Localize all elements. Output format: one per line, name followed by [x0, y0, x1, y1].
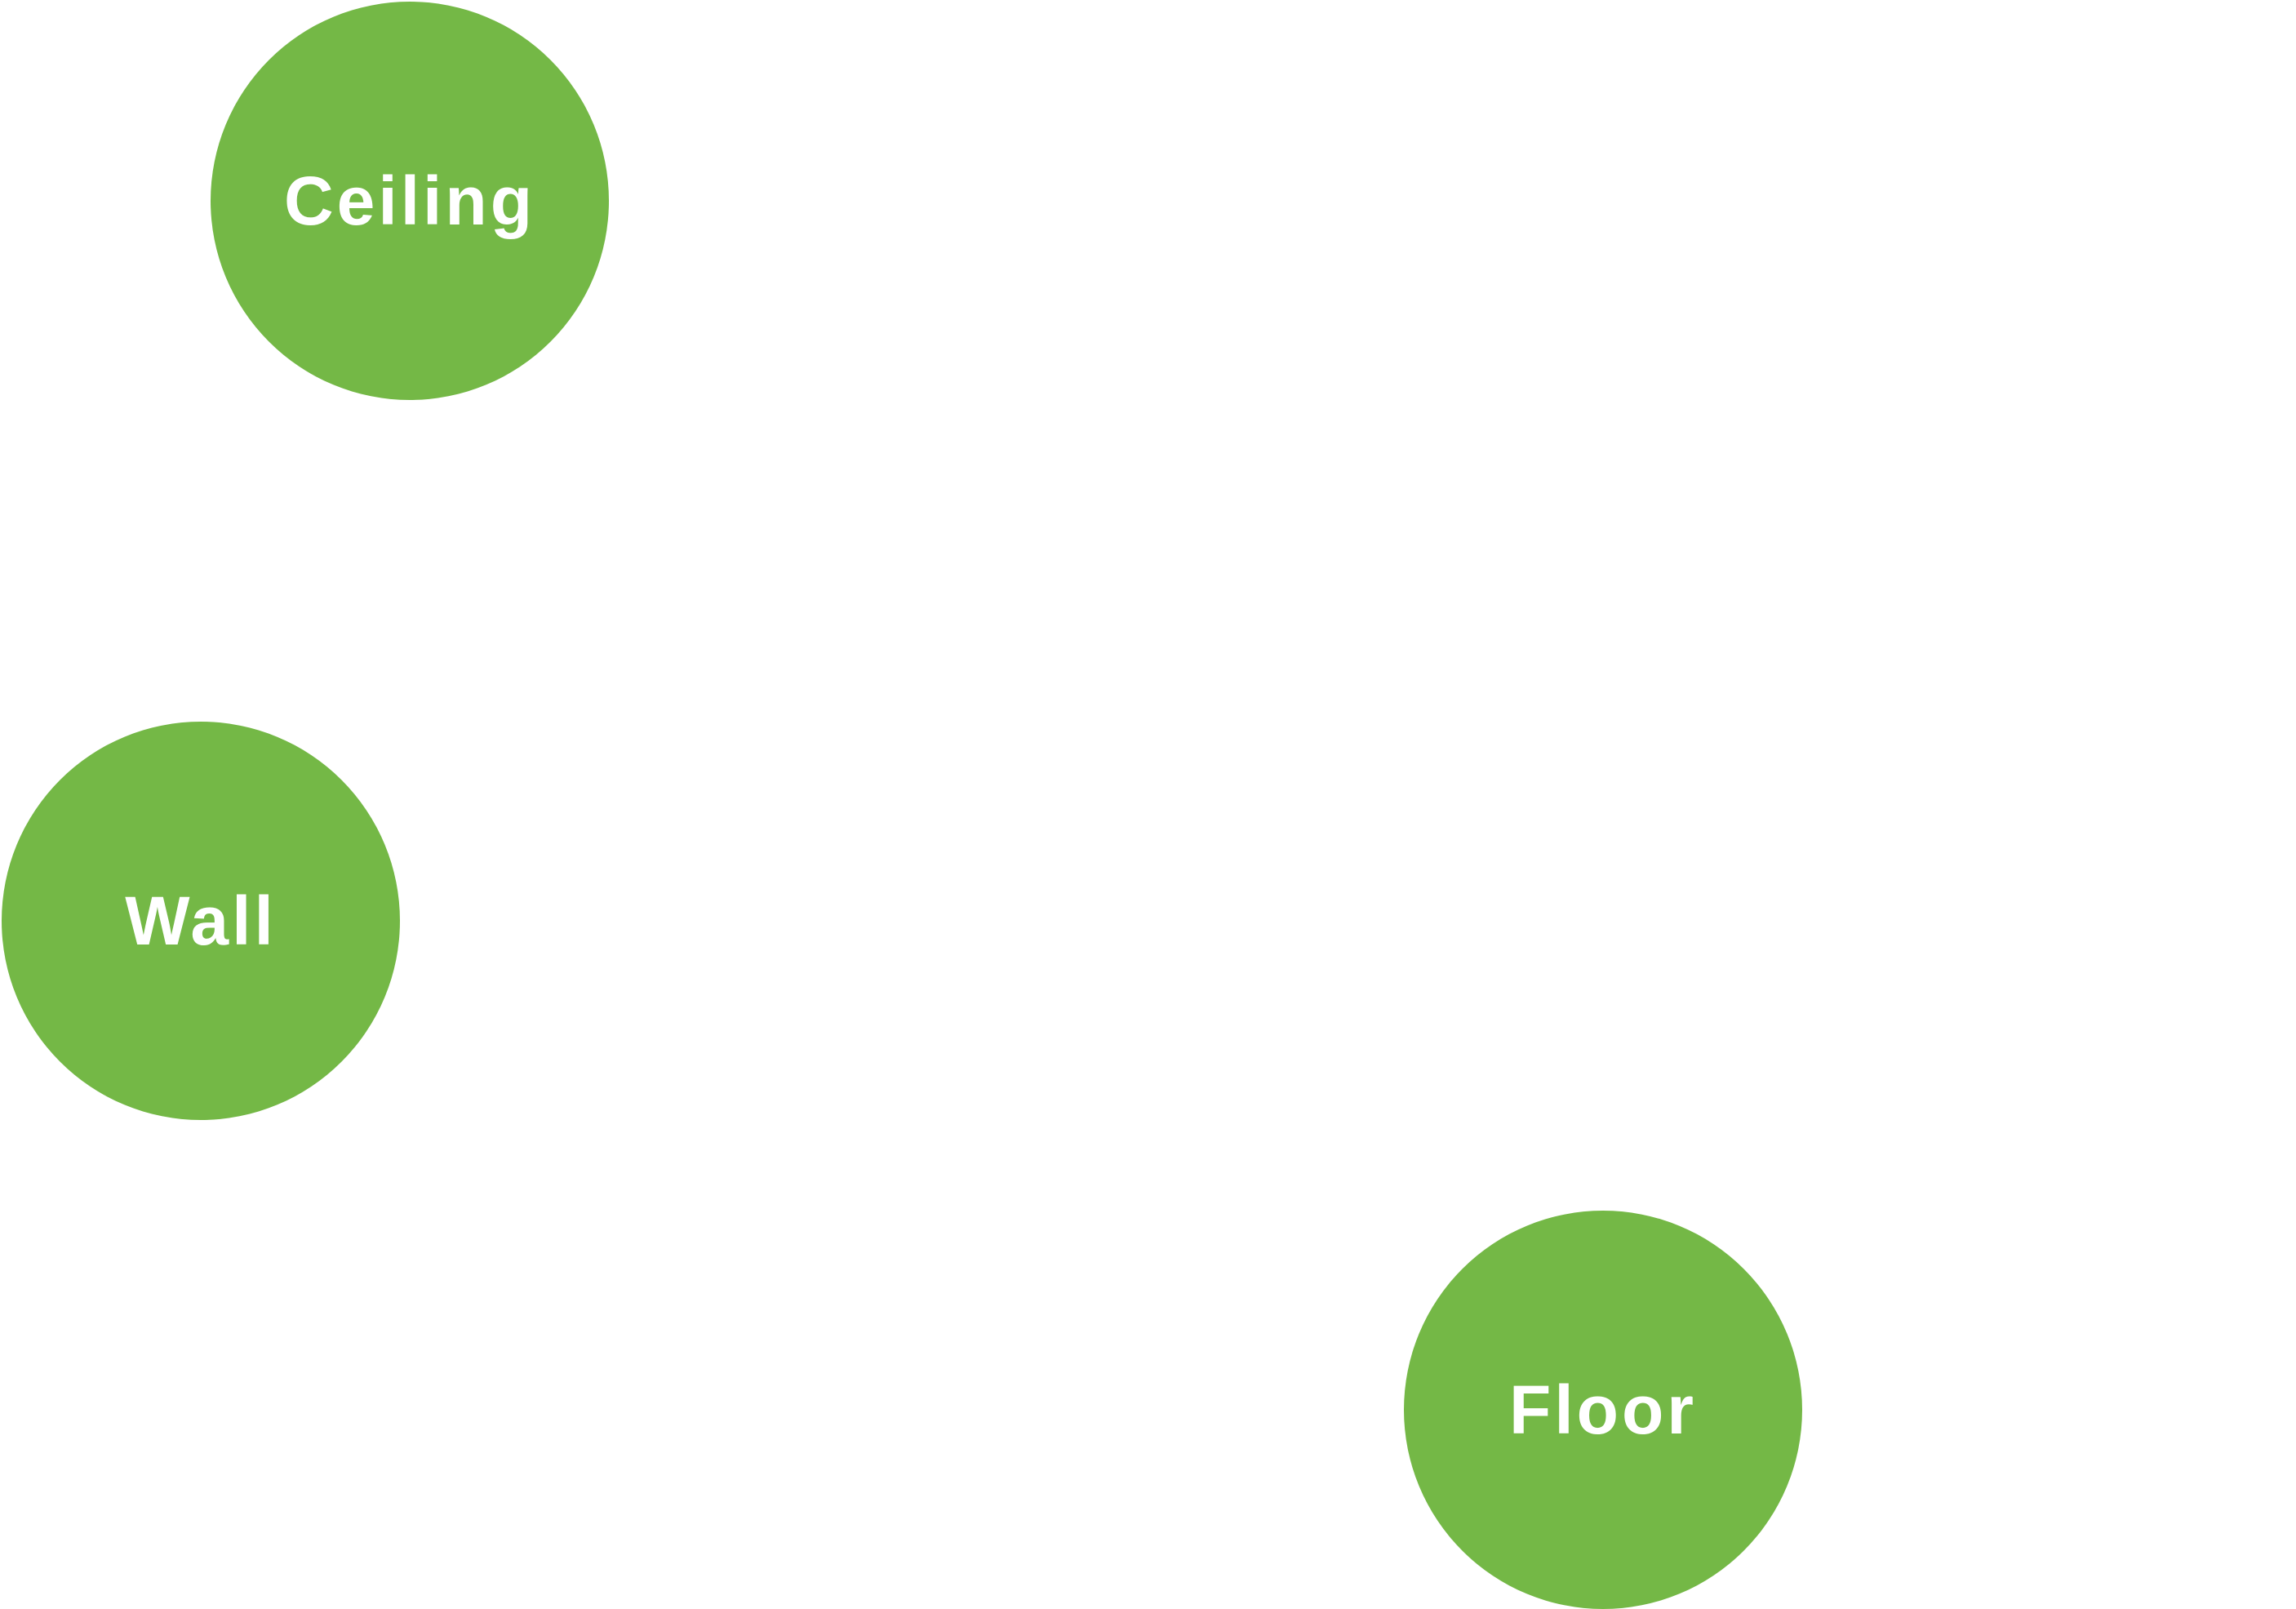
wall-node: Wall	[2, 722, 400, 1120]
ceiling-label: Ceiling	[283, 162, 535, 239]
ceiling-node: Ceiling	[211, 2, 609, 400]
floor-label: Floor	[1509, 1371, 1697, 1448]
floor-node: Floor	[1404, 1211, 1802, 1609]
wall-label: Wall	[125, 882, 277, 959]
